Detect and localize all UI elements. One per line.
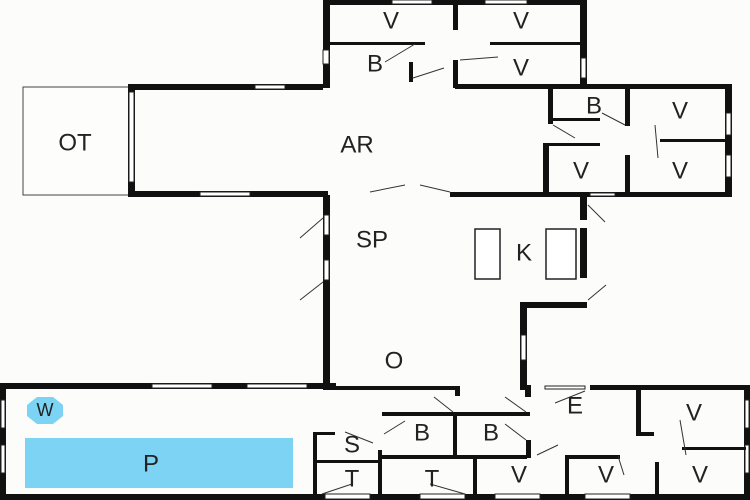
ar-walls <box>128 84 588 197</box>
sp-walls <box>299 195 607 390</box>
top-wing-walls <box>322 0 587 88</box>
room-label-top-b: B <box>367 50 383 77</box>
room-label-e: E <box>567 392 583 419</box>
room-label-bot-v3: V <box>692 461 708 488</box>
sp-floor <box>328 195 586 390</box>
room-label-top-v1: V <box>383 7 399 34</box>
room-label-right-v1: V <box>672 97 688 124</box>
room-label-ot: OT <box>58 129 92 156</box>
room-label-k: K <box>516 239 532 266</box>
room-label-bot-b2: B <box>483 419 499 446</box>
room-label-p: P <box>143 450 159 477</box>
bottom-wing-walls <box>0 383 750 500</box>
whirlpool <box>27 397 63 424</box>
room-label-ar: AR <box>340 131 373 158</box>
room-label-t1: T <box>345 465 360 492</box>
right-wing-walls <box>543 84 732 197</box>
room-label-sp: SP <box>356 226 388 253</box>
room-label-right-v2: V <box>573 157 589 184</box>
room-label-bot-b1: B <box>414 419 430 446</box>
room-label-bot-v4: V <box>686 399 702 426</box>
pool <box>25 438 293 488</box>
room-label-top-v2: V <box>513 7 529 34</box>
room-label-w: W <box>37 400 54 420</box>
room-label-s: S <box>344 431 360 458</box>
room-label-bot-v1: V <box>511 461 527 488</box>
room-label-bot-v2: V <box>598 461 614 488</box>
kitchen-counter-right <box>545 228 577 280</box>
room-label-top-v3: V <box>513 54 529 81</box>
room-label-o: O <box>385 347 404 374</box>
room-label-right-b: B <box>586 92 602 119</box>
room-label-t2: T <box>425 465 440 492</box>
ar-floor <box>130 87 550 195</box>
kitchen-counter-left <box>474 228 501 280</box>
room-label-right-v3: V <box>672 157 688 184</box>
